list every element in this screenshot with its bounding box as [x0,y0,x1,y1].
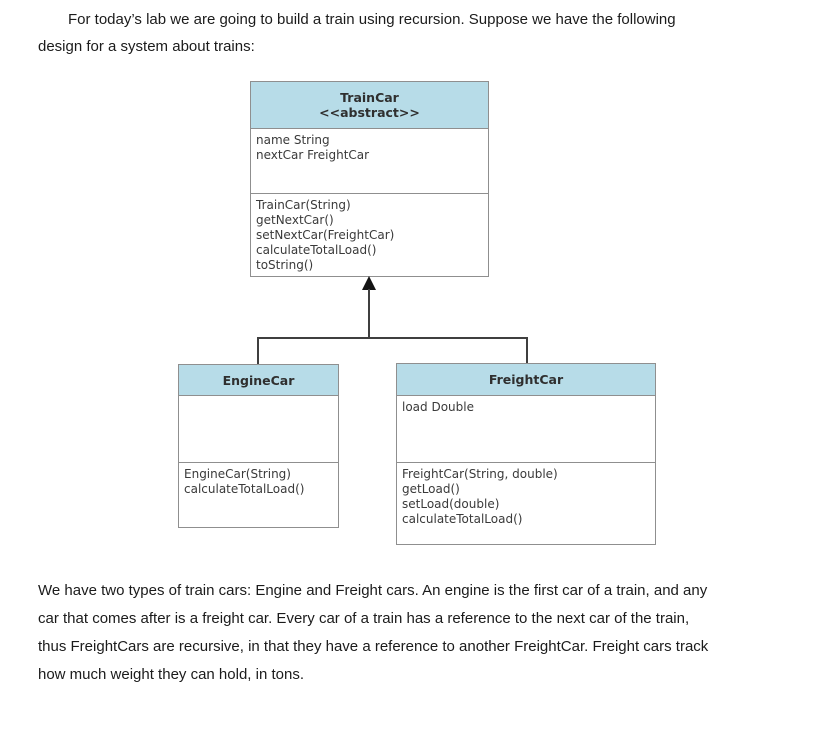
class-stereotype: <<abstract>> [319,105,420,120]
methods-section-freightcar: FreightCar(String, double) getLoad() set… [397,463,655,544]
method-line: calculateTotalLoad() [402,512,523,526]
method-line: FreightCar(String, double) [402,467,558,481]
method-line: TrainCar(String) [256,198,351,212]
method-line: setNextCar(FreightCar) [256,228,395,242]
class-header-freightcar: FreightCar [397,364,655,396]
class-title: TrainCar [340,90,399,105]
method-line: calculateTotalLoad() [184,482,305,496]
attribute-line: name String [256,133,330,147]
methods-section-enginecar: EngineCar(String) calculateTotalLoad() [179,463,338,527]
attribute-line: load Double [402,400,474,414]
inheritance-connector-horizontal [257,337,528,339]
description-line: thus FreightCars are recursive, in that … [38,638,709,655]
method-line: getLoad() [402,482,460,496]
class-header-traincar: TrainCar <<abstract>> [251,82,488,129]
method-line: calculateTotalLoad() [256,243,377,257]
method-line: getNextCar() [256,213,334,227]
class-title: FreightCar [488,372,564,387]
description-line: car that comes after is a freight car. E… [38,610,690,627]
class-box-freightcar: FreightCar load Double FreightCar(String… [396,363,656,545]
attributes-section-freightcar: load Double [397,396,655,463]
attribute-line: nextCar FreightCar [256,148,370,162]
class-box-traincar: TrainCar <<abstract>> name String nextCa… [250,81,489,277]
class-header-enginecar: EngineCar [179,365,338,396]
methods-section-traincar: TrainCar(String) getNextCar() setNextCar… [251,194,488,276]
intro-line: For today’s lab we are going to build a … [68,11,676,28]
method-line: setLoad(double) [402,497,500,511]
inheritance-connector-right-drop [526,337,528,363]
method-line: toString() [256,258,314,272]
description-line: how much weight they can hold, in tons. [38,666,304,683]
intro-paragraph: For today’s lab we are going to build a … [38,6,676,60]
attributes-section-enginecar [179,396,338,463]
description-line: We have two types of train cars: Engine … [38,582,708,599]
inheritance-connector-left-drop [257,337,259,364]
inheritance-arrowhead-icon [362,276,376,290]
inheritance-connector-stem [368,289,370,338]
method-line: EngineCar(String) [184,467,291,481]
intro-line: design for a system about trains: [38,38,255,55]
attributes-section-traincar: name String nextCar FreightCar [251,129,488,194]
class-title: EngineCar [222,372,295,388]
description-paragraph: We have two types of train cars: Engine … [38,577,708,689]
class-box-enginecar: EngineCar EngineCar(String) calculateTot… [178,364,339,528]
